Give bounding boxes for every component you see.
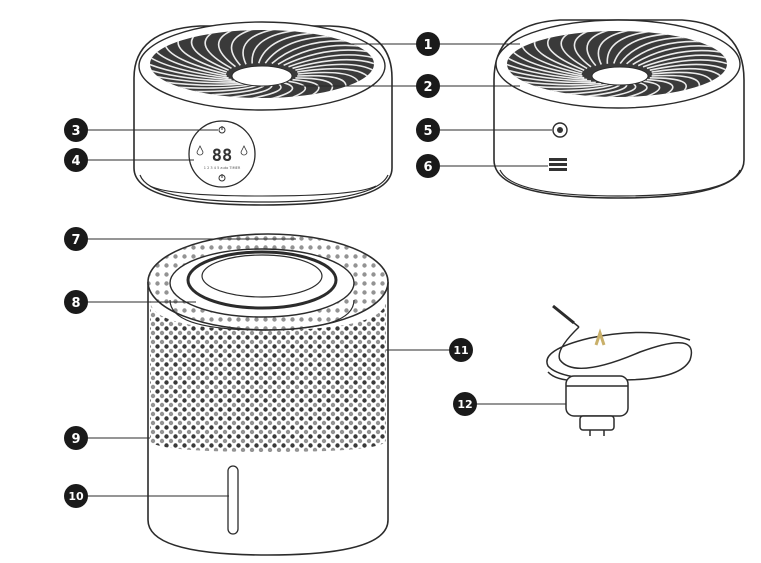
grille-blade [297,67,371,79]
svg-text:10: 10 [68,490,84,503]
grille-blade [264,35,338,64]
grille-blade [171,83,253,89]
dc-jack-icon [552,122,568,138]
grille-blade [295,63,374,73]
grille-blade [619,36,691,64]
grille-blade [515,80,602,86]
svg-text:5: 5 [423,124,432,139]
grille-blade [177,38,228,73]
grille-blade [288,54,374,68]
power-adapter-icon [546,304,693,436]
power-icon [218,126,226,134]
control-panel: 88 1 2 3 4 5 auto TIMER [188,120,256,188]
grille-blade [242,30,279,65]
callout-7: 7 [64,227,88,251]
grille-blade [153,49,227,77]
callout-8: 8 [64,290,88,314]
callout-badges: 1 2 3 4 5 6 7 8 [64,32,477,508]
svg-text:11: 11 [453,344,468,357]
svg-text:1: 1 [423,38,432,53]
grille-blade [573,31,592,68]
svg-text:4: 4 [71,154,80,169]
grille-blade [649,63,727,73]
grille-blade [190,34,229,71]
grille-blade [245,83,282,98]
grille-blade [283,49,374,67]
svg-text:7: 7 [71,233,80,248]
fan-grille-back [507,31,727,97]
water-tank-base [147,233,389,556]
grille-blade [150,68,236,83]
callout-1: 1 [416,32,440,56]
display-digits: 88 [212,146,232,166]
grille-blade [204,30,232,70]
water-drop-icon [240,145,248,156]
top-unit-front: 88 1 2 3 4 5 auto TIMER [133,21,393,206]
callout-10: 10 [64,484,88,508]
grille-blade [533,39,583,73]
grille-blade [600,82,637,97]
grille-blade [297,71,360,85]
grille-blade [560,31,588,70]
grille-blade [642,54,727,68]
fan-grille [150,30,374,98]
grille-blade [150,74,241,84]
vent-icon [549,158,567,171]
grille-blade [586,31,612,67]
svg-text:12: 12 [457,398,472,411]
svg-text:3: 3 [71,124,80,139]
callout-5: 5 [416,118,440,142]
grille-blade [597,31,634,65]
grille-blade [646,59,727,70]
grille-blade [150,61,232,81]
grille-center-cap [231,65,293,87]
grille-blade [507,68,592,82]
timer-icon [218,174,226,182]
grille-blade [547,34,585,71]
grille-blade [520,44,582,75]
callout-4: 4 [64,148,88,172]
grille-blade [150,55,229,79]
callout-6: 6 [416,154,440,178]
grille-blade [271,39,353,65]
svg-text:9: 9 [71,432,80,447]
grille-blade [217,30,236,68]
grille-blade [507,55,585,79]
grille-blade [543,83,615,92]
callout-3: 3 [64,118,88,142]
grille-blade [292,58,374,70]
grille-blade [257,32,320,64]
water-drop-icon [196,145,204,156]
grille-blade [251,30,300,64]
svg-text:8: 8 [71,296,80,311]
water-level-window [227,465,239,535]
grille-blade [507,61,588,81]
svg-text:2: 2 [423,80,432,95]
grille-blade [632,45,719,66]
callout-2: 2 [416,74,440,98]
grille-blade [230,30,257,66]
callout-12: 12 [453,392,477,416]
display-labels: 1 2 3 4 5 auto TIMER [204,166,241,170]
grille-blade [507,74,596,84]
grille-blade [267,81,294,98]
y-tag-icon [594,328,606,346]
svg-text:6: 6 [423,160,432,175]
callout-11: 11 [449,338,473,362]
grille-blade [613,32,674,64]
top-unit-back [493,19,745,199]
grille-blade [606,31,654,64]
grille-blade [528,83,608,89]
grille-blade [164,43,227,75]
grille-blade [651,67,724,79]
grille-blade [159,80,247,87]
grille-blade [626,40,706,65]
grille-blade [277,44,365,65]
grille-blade [637,49,727,67]
callout-9: 9 [64,426,88,450]
grille-blade [510,49,583,77]
grille-blade [652,71,714,84]
